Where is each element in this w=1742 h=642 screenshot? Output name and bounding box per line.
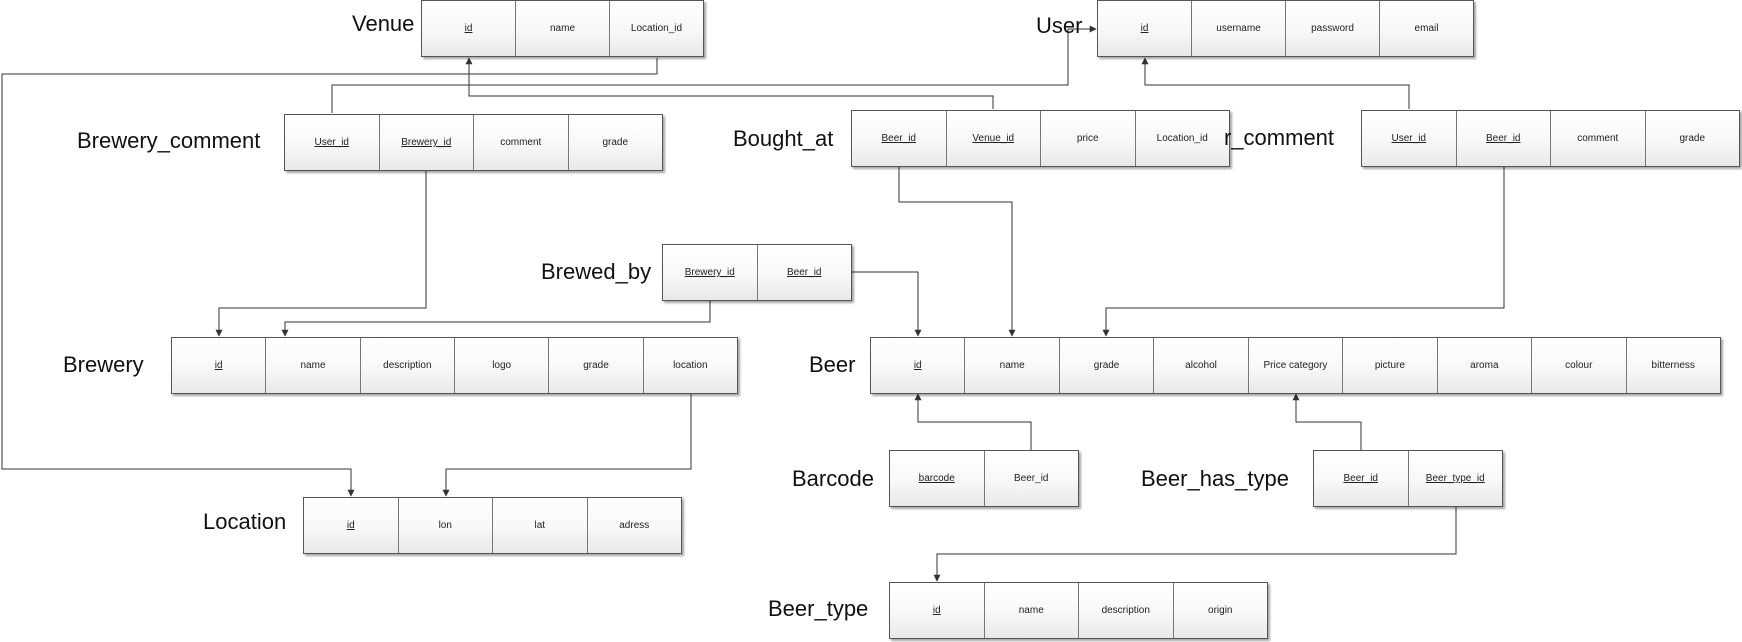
column-beer-comment-beer-id[interactable]: Beer_id [1455, 111, 1550, 166]
column-brewery-description[interactable]: description [359, 338, 454, 393]
column-beer-colour[interactable]: colour [1531, 338, 1626, 393]
entity-title-venue: Venue [352, 11, 415, 36]
column-beer-name[interactable]: name [964, 338, 1059, 393]
column-beer-grade[interactable]: grade [1058, 338, 1154, 393]
column-user-password[interactable]: password [1285, 1, 1379, 56]
relationship-line-brewery-location [442, 394, 692, 497]
column-user-email[interactable]: email [1379, 1, 1473, 56]
column-brewery-comment-brewery-id[interactable]: Brewery_id [378, 115, 473, 170]
entity-title-beer-comment: r_comment [1224, 125, 1335, 150]
column-beer-comment-comment[interactable]: comment [1550, 111, 1645, 166]
column-brewery-id[interactable]: id [172, 338, 266, 393]
column-brewery-location[interactable]: location [642, 338, 737, 393]
entity-title-brewery: Brewery [63, 352, 144, 377]
column-beer-picture[interactable]: picture [1342, 338, 1437, 393]
column-bought-at-price[interactable]: price [1040, 111, 1135, 166]
relationship-line-boughtat-beer [898, 167, 1016, 337]
column-beer-has-type-beer-type-id[interactable]: Beer_type_id [1407, 451, 1502, 506]
entity-title-beer-has-type: Beer_has_type [1141, 466, 1289, 491]
column-brewery-name[interactable]: name [265, 338, 360, 393]
entity-title-barcode: Barcode [792, 466, 874, 491]
column-barcode-beer-id[interactable]: Beer_id [983, 451, 1078, 506]
column-location-id[interactable]: id [304, 498, 398, 553]
column-brewery-comment-user-id[interactable]: User_id [285, 115, 379, 170]
column-venue-name[interactable]: name [515, 1, 609, 56]
entity-title-location: Location [203, 509, 287, 534]
relationship-line-boughtat-venue [465, 57, 994, 109]
column-beer-alcohol[interactable]: alcohol [1153, 338, 1248, 393]
relationship-line-venue-location [1, 58, 658, 497]
column-location-adress[interactable]: adress [586, 498, 681, 553]
entity-title-brewed-by: Brewed_by [541, 259, 652, 284]
column-brewery-grade[interactable]: grade [548, 338, 643, 393]
column-bought-at-beer-id[interactable]: Beer_id [852, 111, 946, 166]
column-location-lat[interactable]: lat [492, 498, 587, 553]
column-user-username[interactable]: username [1191, 1, 1285, 56]
column-beer-type-origin[interactable]: origin [1172, 583, 1267, 638]
relationship-line-brewedby-brewery [281, 301, 711, 337]
column-brewery-comment-grade[interactable]: grade [567, 115, 662, 170]
column-barcode-barcode[interactable]: barcode [890, 451, 984, 506]
column-user-id[interactable]: id [1098, 1, 1191, 56]
column-beer-aroma[interactable]: aroma [1436, 338, 1532, 393]
column-brewed-by-brewery-id[interactable]: Brewery_id [663, 245, 757, 300]
relationship-line-hastype-beer [1292, 393, 1362, 450]
relationship-line-breweryc-user [331, 25, 1097, 113]
column-beer-id[interactable]: id [871, 338, 965, 393]
relationship-line-breweryc-brewery [215, 171, 427, 337]
relationship-line-barcode-beer [914, 393, 1032, 450]
column-brewery-logo[interactable]: logo [453, 338, 549, 393]
column-bought-at-venue-id[interactable]: Venue_id [945, 111, 1040, 166]
entity-title-brewery-comment: Brewery_comment [77, 128, 261, 153]
relationship-line-beerc-beer [1102, 167, 1505, 337]
column-bought-at-location-id[interactable]: Location_id [1134, 111, 1229, 166]
entity-title-bought-at: Bought_at [733, 126, 834, 151]
column-brewery-comment-comment[interactable]: comment [473, 115, 568, 170]
column-venue-location-id[interactable]: Location_id [609, 1, 703, 56]
column-brewed-by-beer-id[interactable]: Beer_id [756, 245, 851, 300]
entity-title-beer: Beer [809, 352, 856, 377]
entity-title-user: User [1036, 13, 1083, 38]
column-beer-type-description[interactable]: description [1078, 583, 1173, 638]
relationship-line-beerc-user [1141, 57, 1410, 109]
column-beer-comment-user-id[interactable]: User_id [1362, 111, 1456, 166]
column-beer-type-name[interactable]: name [983, 583, 1078, 638]
relationship-line-brewedby-beer [852, 271, 922, 337]
column-location-lon[interactable]: lon [397, 498, 492, 553]
column-beer-type-id[interactable]: id [890, 583, 984, 638]
column-venue-id[interactable]: id [422, 1, 515, 56]
column-beer-price-category[interactable]: Price category [1247, 338, 1343, 393]
entity-title-beer-type: Beer_type [768, 596, 869, 621]
column-beer-bitterness[interactable]: bitterness [1625, 338, 1720, 393]
column-beer-comment-grade[interactable]: grade [1644, 111, 1739, 166]
relationship-line-hastype-beertype [933, 507, 1457, 582]
column-beer-has-type-beer-id[interactable]: Beer_id [1314, 451, 1408, 506]
